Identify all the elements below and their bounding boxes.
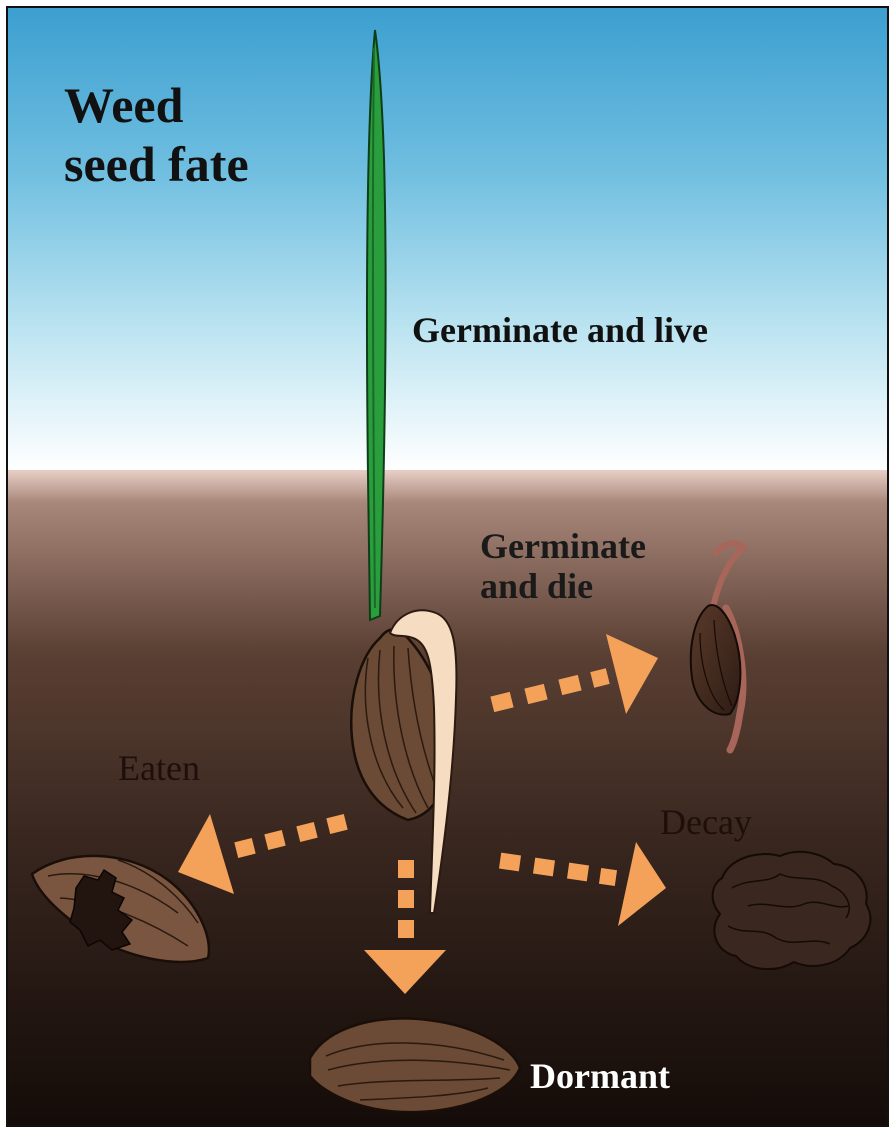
label-germinate-die: Germinate and die [480, 526, 646, 607]
dead-seedling-icon [691, 543, 744, 750]
arrow-to-eaten [178, 814, 348, 894]
arrow-to-germinate-die [490, 634, 658, 714]
diagram-title: Weed seed fate [64, 76, 249, 194]
label-decay: Decay [660, 804, 752, 842]
diagram-frame: Weed seed fate Germinate and live Germin… [6, 6, 889, 1127]
label-germinate-die-line-2: and die [480, 566, 646, 606]
arrow-to-decay [499, 842, 666, 926]
dormant-seed-icon [310, 1019, 520, 1113]
title-line-1: Weed [64, 76, 249, 135]
title-line-2: seed fate [64, 135, 249, 194]
label-eaten: Eaten [118, 750, 200, 788]
decayed-seed-icon [713, 852, 871, 969]
label-germinate-live: Germinate and live [412, 312, 708, 350]
shoot-icon [367, 30, 386, 620]
label-germinate-die-line-1: Germinate [480, 526, 646, 566]
label-dormant: Dormant [530, 1058, 670, 1096]
